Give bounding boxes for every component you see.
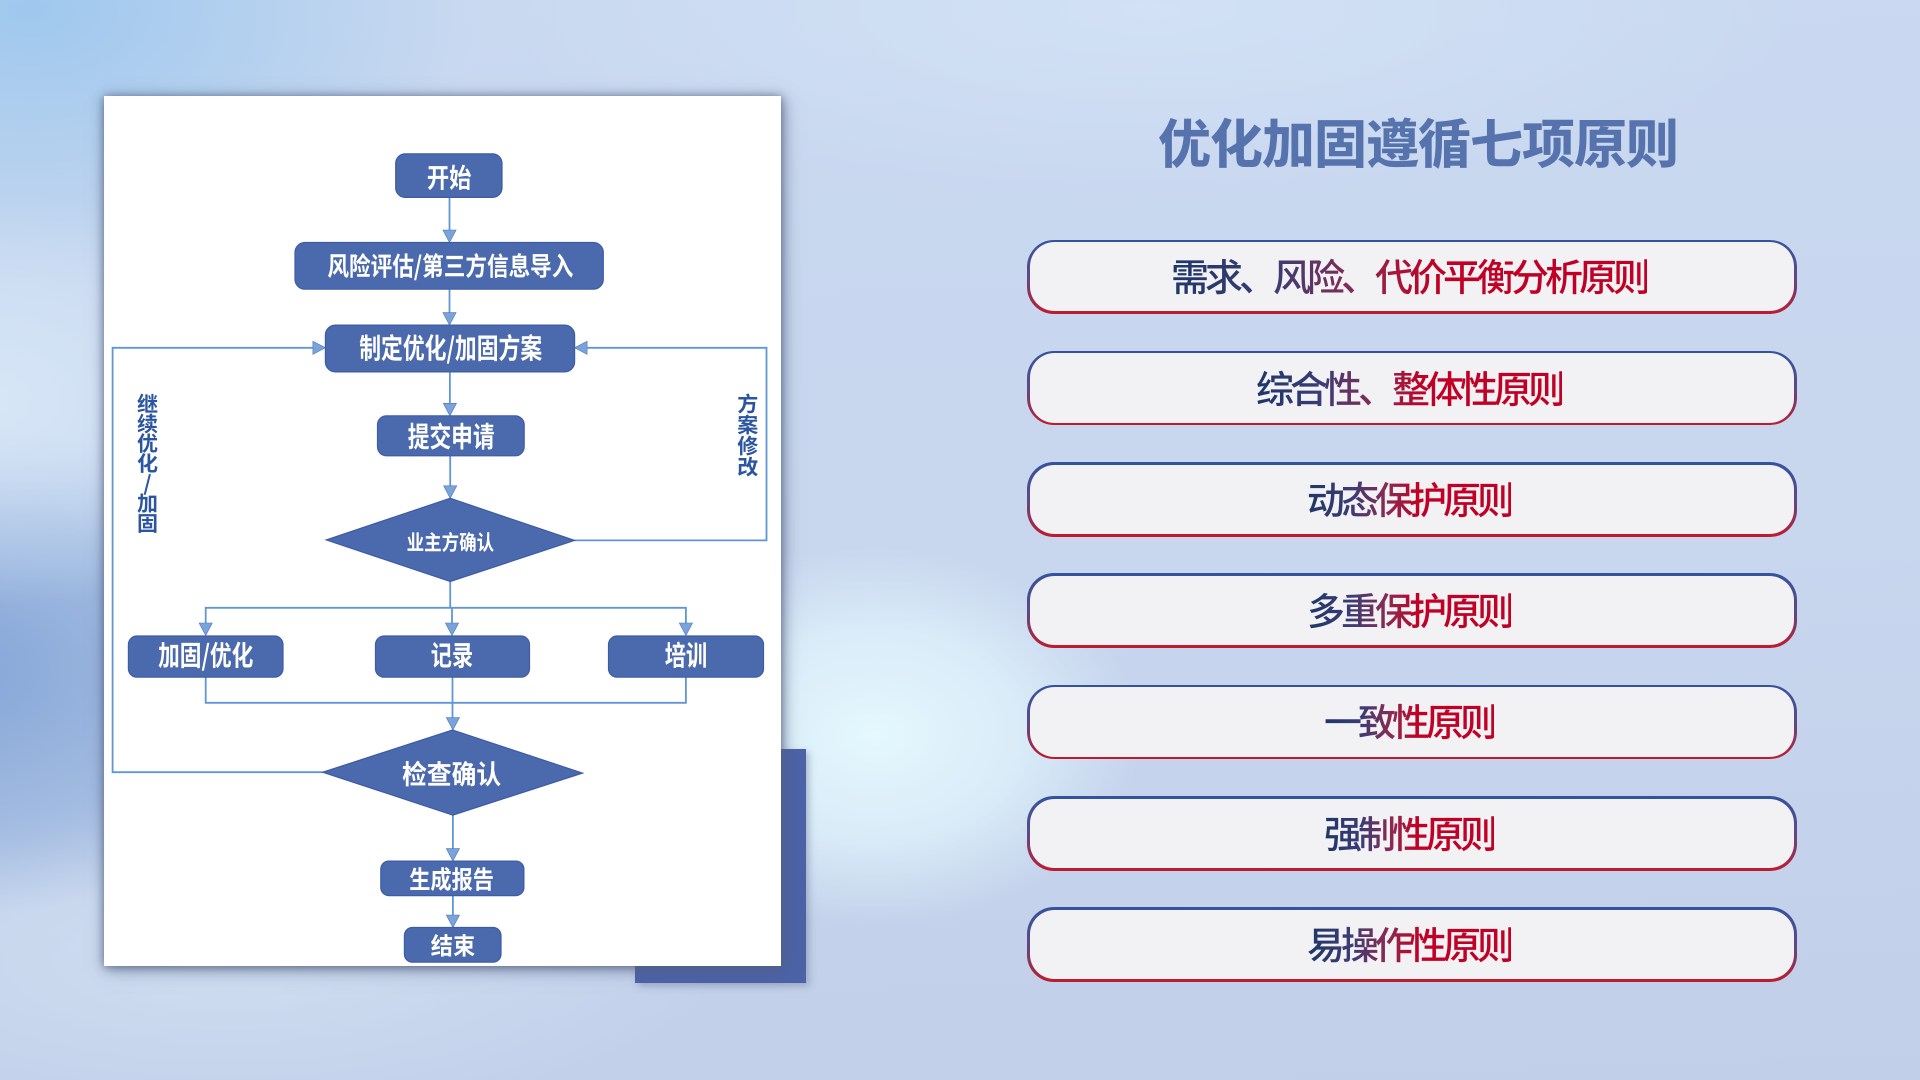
svg-text:/: / <box>143 468 151 498</box>
svg-text:培训: 培训 <box>665 634 707 674</box>
svg-text:续: 续 <box>137 408 158 438</box>
svg-text:结束: 结束 <box>431 927 476 962</box>
svg-text:化: 化 <box>137 448 158 478</box>
svg-text:开始: 开始 <box>427 157 472 196</box>
svg-text:改: 改 <box>737 451 758 481</box>
svg-text:修: 修 <box>737 430 758 460</box>
svg-text:优: 优 <box>137 428 158 458</box>
svg-text:加: 加 <box>137 488 158 518</box>
svg-text:记录: 记录 <box>431 634 473 674</box>
svg-text:继: 继 <box>137 388 158 418</box>
svg-text:制定优化/加固方案: 制定优化/加固方案 <box>359 326 542 367</box>
svg-text:案: 案 <box>737 409 758 439</box>
svg-text:加固/优化: 加固/优化 <box>158 634 253 674</box>
svg-text:业主方确认: 业主方确认 <box>407 527 495 557</box>
svg-text:检查确认: 检查确认 <box>402 753 501 792</box>
svg-text:生成报告: 生成报告 <box>409 860 494 896</box>
svg-text:固: 固 <box>137 508 158 538</box>
svg-text:风险评估/第三方信息导入: 风险评估/第三方信息导入 <box>327 247 573 284</box>
svg-text:方: 方 <box>737 388 758 418</box>
svg-text:提交申请: 提交申请 <box>408 415 495 456</box>
